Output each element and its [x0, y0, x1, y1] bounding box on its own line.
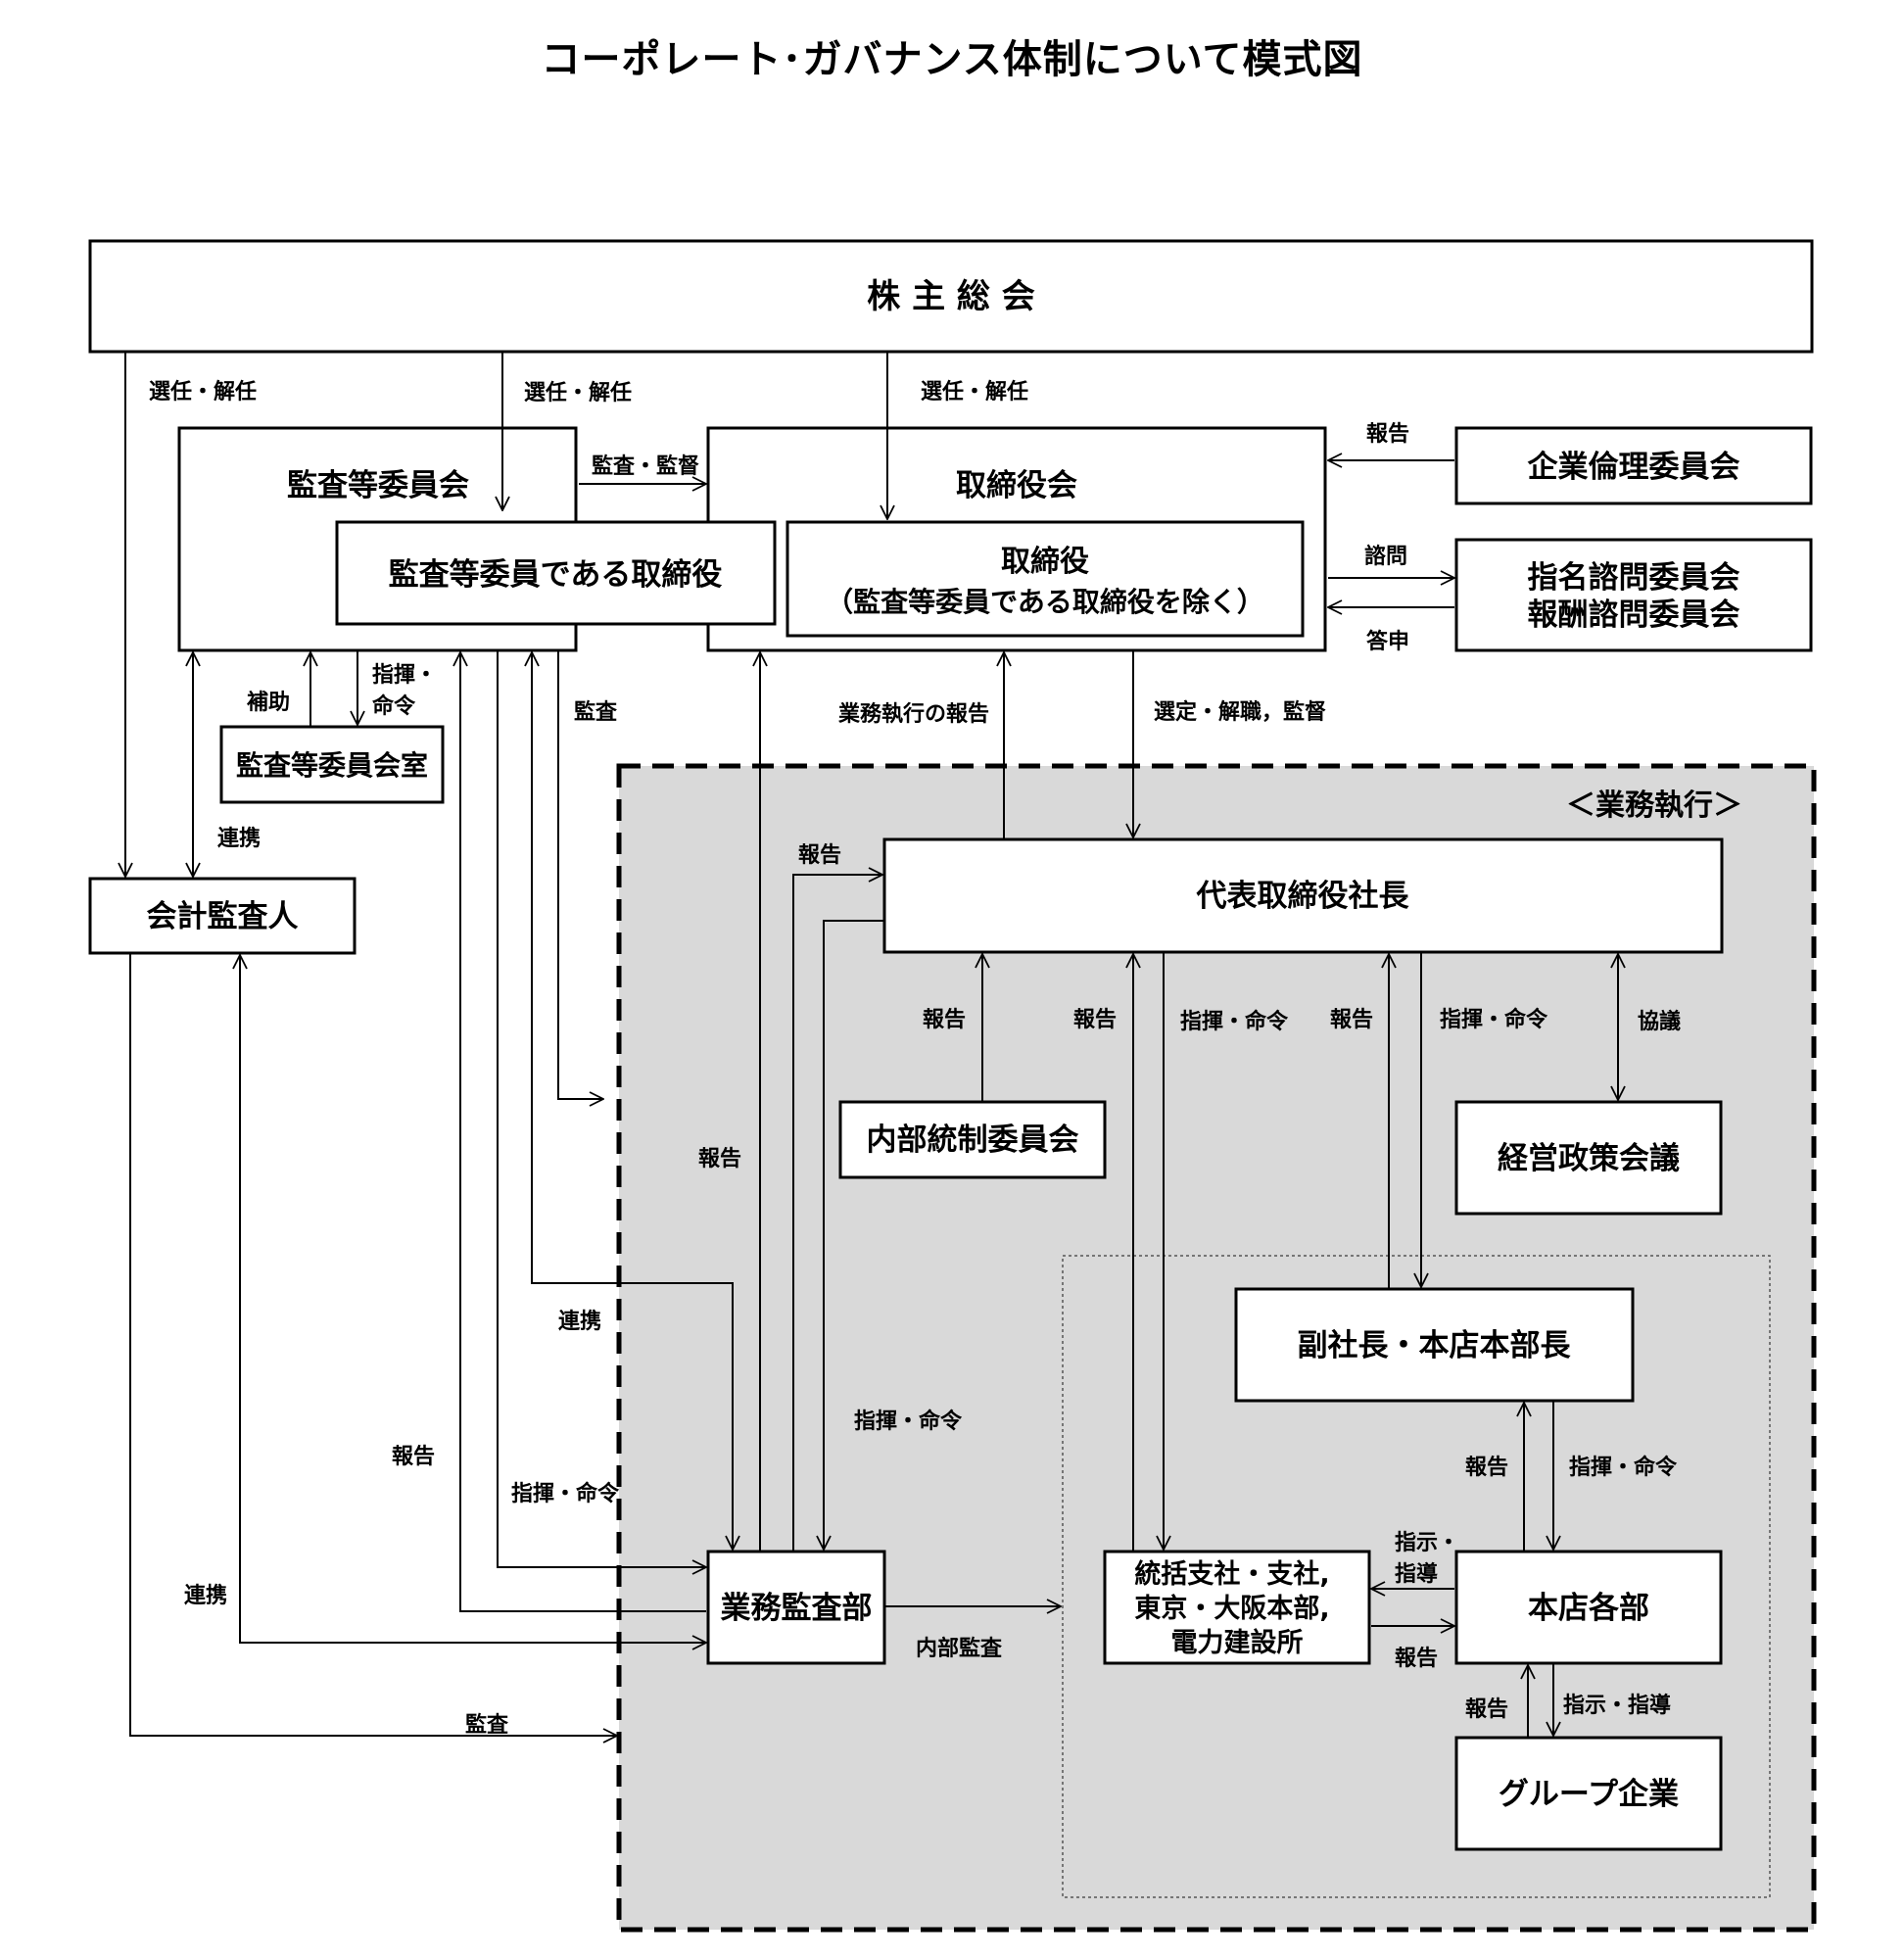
hq-departments-label: 本店各部 [1528, 1591, 1649, 1626]
board-of-directors-label: 取締役会 [956, 468, 1077, 503]
directors-label-line1: 取締役 [1001, 545, 1089, 579]
label-command-6: 指揮・命令 [1569, 1455, 1678, 1480]
audit-committee-office-box: 監査等委員会室 [219, 725, 445, 804]
audit-committee-label: 監査等委員会 [287, 468, 469, 503]
internal-control-committee-label: 内部統制委員会 [867, 1123, 1079, 1158]
remuneration-committee-label: 報酬諮問委員会 [1528, 597, 1740, 633]
operations-subregion [1062, 1255, 1771, 1898]
label-internal-audit: 内部監査 [916, 1636, 1003, 1661]
label-report-3: 報告 [1330, 1007, 1373, 1032]
shareholders-meeting-label: 株 主 総 会 [867, 277, 1035, 316]
label-report-ethics: 報告 [1366, 421, 1409, 447]
arrow-president-command-ops [824, 920, 884, 1550]
management-policy-council-label: 経営政策会議 [1498, 1141, 1680, 1176]
label-audit-1: 監査 [574, 700, 618, 725]
label-cooperate-1: 連携 [217, 826, 261, 851]
label-report-6: 報告 [1465, 1455, 1508, 1480]
operations-audit-dept-label: 業務監査部 [721, 1591, 873, 1626]
label-audit-2: 監査 [465, 1713, 509, 1738]
business-execution-label: ＜業務執行＞ [1566, 788, 1742, 823]
branch-offices-line1: 統括支社・支社, [1134, 1558, 1329, 1590]
group-companies-box: グループ企業 [1454, 1736, 1723, 1851]
directors-box: 取締役 （監査等委員である取締役を除く） [785, 520, 1305, 638]
management-policy-council-box: 経営政策会議 [1454, 1100, 1723, 1216]
label-instruct-2: 指示・指導 [1563, 1693, 1671, 1718]
connectors [125, 352, 1618, 1738]
label-answer: 答申 [1366, 629, 1409, 654]
hq-departments-box: 本店各部 [1454, 1550, 1723, 1665]
arrow-labels: 選任・解任 選任・解任 選任・解任 監査・監督 報告 諮問 答申 補助 指揮・ … [149, 379, 1681, 1738]
label-select-dismiss: 選定・解職，監督 [1154, 699, 1326, 725]
label-discuss: 協議 [1638, 1009, 1681, 1034]
group-companies-label: グループ企業 [1499, 1777, 1679, 1812]
president-box: 代表取締役社長 [882, 837, 1724, 954]
vice-president-label: 副社長・本店本部長 [1298, 1328, 1572, 1363]
arrow-auditor-audit [129, 953, 617, 1736]
label-command-1a: 指揮・ [372, 663, 437, 688]
label-report-5: 報告 [392, 1444, 435, 1469]
ethics-committee-box: 企業倫理委員会 [1454, 426, 1813, 505]
vice-president-box: 副社長・本店本部長 [1234, 1287, 1635, 1403]
label-report-7: 報告 [1395, 1646, 1438, 1671]
shareholders-meeting-box: 株 主 総 会 [88, 239, 1814, 354]
accounting-auditor-label: 会計監査人 [147, 899, 299, 934]
label-assist: 補助 [246, 690, 290, 715]
label-report-4: 報告 [698, 1146, 741, 1171]
label-report-ic: 報告 [923, 1007, 966, 1032]
arrow-ops-report-president [792, 875, 882, 1552]
accounting-auditor-box: 会計監査人 [88, 877, 357, 955]
label-consult: 諮問 [1364, 544, 1407, 569]
label-instruct-1a: 指示・ [1395, 1531, 1459, 1555]
label-biz-report: 業務執行の報告 [838, 701, 989, 727]
audit-committee-directors-label: 監査等委員である取締役 [389, 557, 723, 593]
arrow-cooperate-ops-auditor [240, 955, 706, 1643]
label-command-5: 指揮・命令 [511, 1481, 620, 1506]
operations-audit-dept-box: 業務監査部 [706, 1550, 886, 1665]
president-label: 代表取締役社長 [1196, 879, 1410, 914]
label-command-3: 指揮・命令 [1440, 1007, 1548, 1032]
nomination-committee-label: 指名諮問委員会 [1528, 560, 1740, 596]
label-command-4: 指揮・命令 [854, 1409, 963, 1434]
branch-offices-line2: 東京・大阪本部, [1134, 1593, 1329, 1624]
label-report-2: 報告 [1073, 1007, 1117, 1032]
audit-committee-directors-box: 監査等委員である取締役 [335, 520, 777, 626]
branch-offices-box: 統括支社・支社, 東京・大阪本部, 電力建設所 [1103, 1550, 1371, 1665]
label-command-2: 指揮・命令 [1180, 1009, 1289, 1034]
label-command-1b: 命令 [372, 693, 416, 719]
branch-offices-line3: 電力建設所 [1171, 1627, 1304, 1658]
internal-control-committee-box: 内部統制委員会 [838, 1100, 1107, 1179]
diagram-title: コーポレート･ガバナンス体制について模式図 [541, 37, 1363, 82]
audit-committee-office-label: 監査等委員会室 [236, 749, 428, 782]
label-audit-supervise: 監査・監督 [592, 454, 699, 479]
directors-label-line2: （監査等委員である取締役を除く） [826, 586, 1264, 618]
label-cooperate-3: 連携 [184, 1583, 227, 1608]
label-report-1: 報告 [798, 842, 841, 868]
label-elect-3: 選任・解任 [921, 379, 1028, 405]
label-elect-2: 選任・解任 [524, 380, 632, 406]
label-instruct-1b: 指導 [1395, 1561, 1438, 1587]
ethics-committee-label: 企業倫理委員会 [1528, 450, 1740, 485]
label-elect-1: 選任・解任 [149, 379, 257, 405]
label-report-8: 報告 [1465, 1696, 1508, 1722]
nomination-remuneration-box: 指名諮問委員会 報酬諮問委員会 [1454, 538, 1813, 652]
label-cooperate-2: 連携 [558, 1309, 601, 1334]
